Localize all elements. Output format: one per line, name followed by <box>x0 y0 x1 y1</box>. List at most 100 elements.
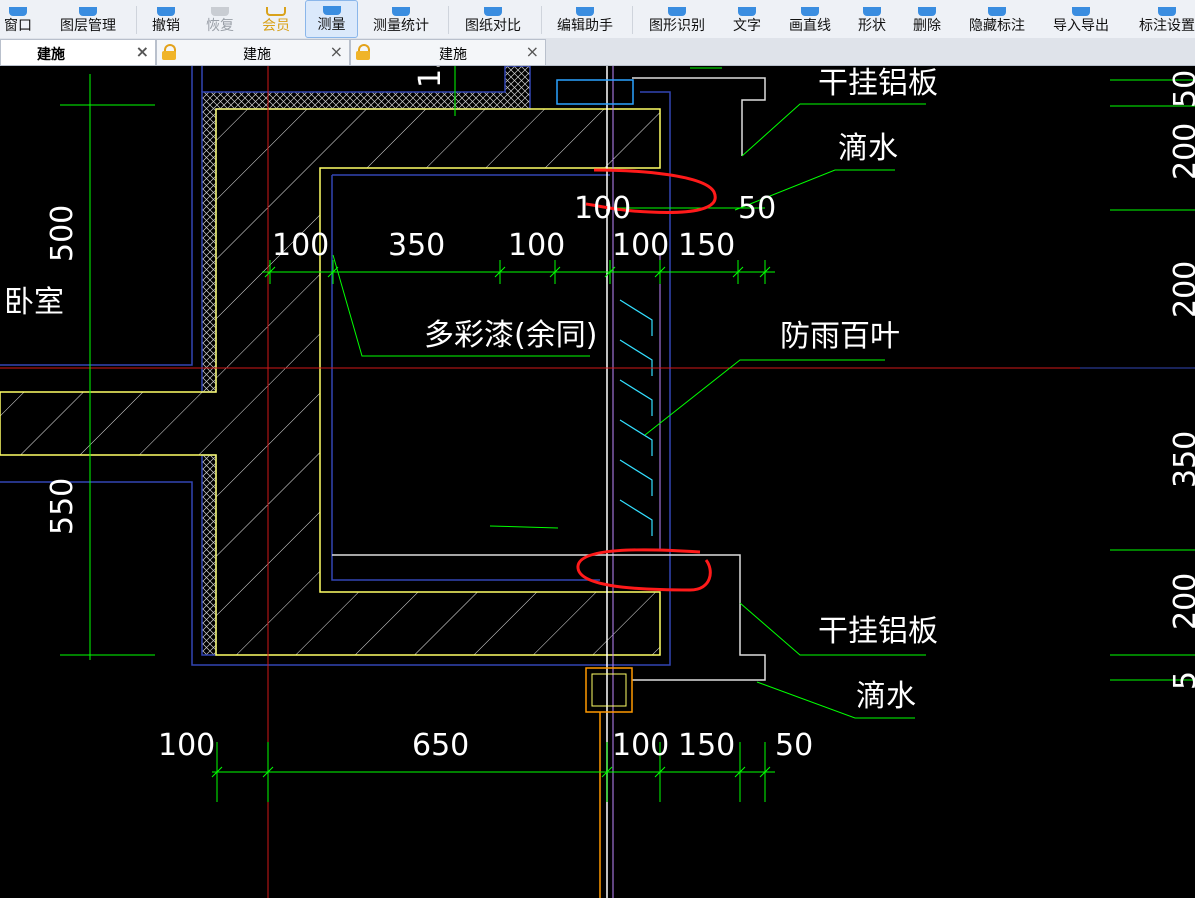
dim-left-500: 500 <box>45 205 80 262</box>
toolbar-divider <box>136 6 137 34</box>
vip-crown-icon <box>266 7 286 16</box>
louver-blade <box>619 499 653 536</box>
louver-blade <box>619 299 653 336</box>
window-opening <box>332 66 766 898</box>
dim-tick <box>654 260 666 284</box>
dim-bottom-150: 150 <box>678 728 735 763</box>
inner-finish-line <box>331 174 610 581</box>
leader-drip-bottom <box>756 681 915 719</box>
delete-button[interactable]: 删除 <box>907 0 947 38</box>
revision-marks <box>576 168 717 592</box>
layer-manager-button[interactable]: 图层管理 <box>55 0 121 38</box>
member-button[interactable]: 会员 <box>256 0 296 38</box>
shape-recognition-button[interactable]: 图形识别 <box>643 0 711 38</box>
shape-button[interactable]: 形状 <box>852 0 892 38</box>
lock-icon <box>356 44 370 60</box>
hide-annotations-button[interactable]: 隐藏标注 <box>963 0 1031 38</box>
dim-tick <box>262 742 274 802</box>
window-icon <box>9 7 27 16</box>
close-icon[interactable]: × <box>135 42 149 61</box>
leader-aluminum-bottom <box>739 602 926 656</box>
dim-tick <box>601 742 613 802</box>
outer-insulation-layer <box>201 454 217 656</box>
compare-icon <box>484 7 502 16</box>
toolbar-divider <box>632 6 633 34</box>
room-label: 卧室 <box>4 285 64 320</box>
leader-louver <box>644 359 885 436</box>
layers-icon <box>79 7 97 16</box>
leader-arrow <box>489 525 559 529</box>
louver-blade <box>619 339 653 376</box>
louver-blade <box>619 459 653 496</box>
undo-icon <box>157 7 175 16</box>
dim-right-200b: 200 <box>1168 261 1195 318</box>
document-tabs: 建施 × 建施 × 建施 × <box>0 38 1195 66</box>
dim-top-small: 100 <box>574 191 631 226</box>
edit-assistant-button[interactable]: 编辑助手 <box>551 0 619 38</box>
close-icon[interactable]: × <box>525 42 539 61</box>
dim-right-50: 50 <box>1168 70 1195 108</box>
undo-button[interactable]: 撤销 <box>146 0 186 38</box>
toolbar-divider <box>448 6 449 34</box>
dimension-ticks <box>211 260 771 802</box>
dim-tick <box>654 742 666 802</box>
dim-right-350: 350 <box>1168 431 1195 488</box>
compare-drawings-button[interactable]: 图纸对比 <box>459 0 527 38</box>
shape-icon <box>863 7 881 16</box>
delete-icon <box>918 7 936 16</box>
dim-left-550: 550 <box>45 478 80 535</box>
aluminum-panel-bottom <box>332 554 766 681</box>
tab-drawing-3[interactable]: 建施 × <box>350 39 546 65</box>
dim-top-right: 50 <box>738 191 776 226</box>
revision-cloud-bottom <box>576 548 712 592</box>
import-export-button[interactable]: 导入导出 <box>1047 0 1115 38</box>
recognize-icon <box>668 7 686 16</box>
louver-blade <box>619 419 653 456</box>
settings-icon <box>1158 7 1176 16</box>
label-drip-bottom: 滴水 <box>856 679 916 714</box>
dim-15: 15 <box>413 66 448 88</box>
leader-drip-top <box>734 169 895 211</box>
concrete-wall <box>0 66 671 666</box>
label-paint: 多彩漆(余同) <box>424 318 597 353</box>
label-louver: 防雨百叶 <box>780 319 900 354</box>
dim-top-100: 100 <box>272 228 329 263</box>
window-button[interactable]: 窗口 <box>0 0 36 38</box>
concrete-hatch-fill <box>0 108 661 656</box>
dim-tick <box>549 260 561 284</box>
tab-drawing-2[interactable]: 建施 × <box>156 39 350 65</box>
draw-line-button[interactable]: 画直线 <box>783 0 837 38</box>
stats-icon <box>392 7 410 16</box>
column-profile <box>585 667 633 713</box>
close-icon[interactable]: × <box>329 42 343 61</box>
aluminum-panel-top <box>632 77 766 156</box>
dimension-lines <box>89 66 775 773</box>
annotation-settings-button[interactable]: 标注设置 <box>1133 0 1195 38</box>
dim-tick <box>604 260 616 284</box>
text-button[interactable]: 文字 <box>727 0 767 38</box>
line-icon <box>801 7 819 16</box>
hide-icon <box>988 7 1006 16</box>
toolbar: 窗口 图层管理 撤销 恢复 会员 测量 测量统计 图纸对比 编辑助手 图形识别 … <box>0 0 1195 39</box>
redo-button[interactable]: 恢复 <box>200 0 240 38</box>
right-dimensions <box>60 79 1195 681</box>
leader-aluminum-top <box>741 103 926 157</box>
drawing-canvas[interactable]: 100 650 100 150 50 100 350 100 100 150 1… <box>0 66 1195 898</box>
louver-blade <box>619 379 653 416</box>
wall-outline <box>0 66 671 666</box>
dim-tick <box>759 742 771 802</box>
column-profile <box>591 673 627 707</box>
measure-stats-button[interactable]: 测量统计 <box>367 0 435 38</box>
tab-drawing-1[interactable]: 建施 × <box>0 39 156 65</box>
dim-tick <box>211 742 223 802</box>
dim-tick <box>264 260 276 284</box>
rain-louver <box>619 299 653 536</box>
measure-button[interactable]: 测量 <box>305 0 358 38</box>
dim-bottom-100b: 100 <box>612 728 669 763</box>
dim-tick <box>734 742 746 802</box>
dim-top-100c: 100 <box>612 228 669 263</box>
toolbar-divider <box>541 6 542 34</box>
ruler-icon <box>322 6 341 15</box>
redo-icon <box>211 7 229 16</box>
dim-tick <box>494 260 506 284</box>
